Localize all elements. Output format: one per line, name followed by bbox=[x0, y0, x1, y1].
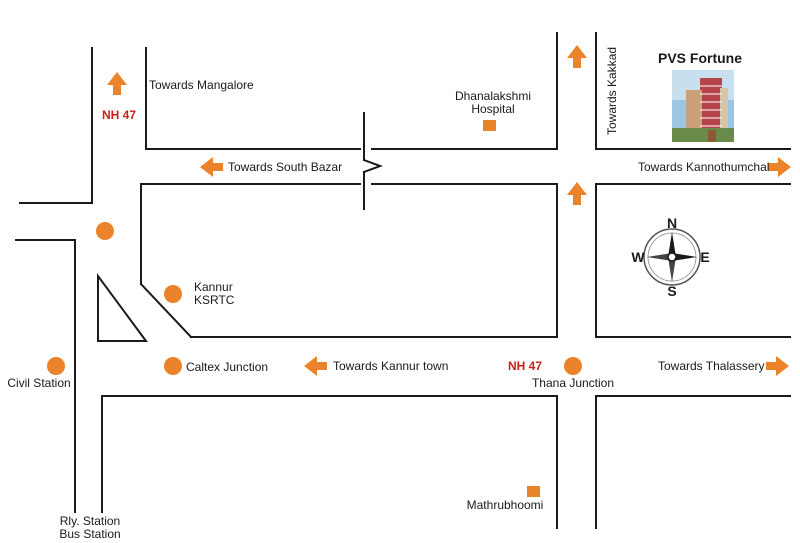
civil-station-label: Civil Station bbox=[7, 376, 70, 390]
direction-arrows bbox=[107, 45, 791, 376]
road-break bbox=[362, 158, 383, 174]
hospital-label: Hospital bbox=[471, 102, 514, 116]
dhanalakshmi-label: Dhanalakshmi bbox=[455, 89, 531, 103]
compass-w-label: W bbox=[631, 249, 645, 265]
highway-label-south: NH 47 bbox=[508, 359, 542, 373]
ksrtc-label: KSRTC bbox=[194, 293, 235, 307]
thana-junction-label: Thana Junction bbox=[532, 376, 614, 390]
mathrubhoomi-marker bbox=[527, 486, 540, 497]
rly-station-label: Rly. Station bbox=[60, 514, 120, 528]
landmark-markers bbox=[47, 120, 582, 497]
junction-marker bbox=[96, 222, 114, 240]
caltex-junction-marker bbox=[164, 357, 182, 375]
towards-kakkad-label: Towards Kakkad bbox=[605, 47, 619, 135]
towards-thalassery-label: Towards Thalassery bbox=[658, 359, 765, 373]
traffic-island bbox=[97, 272, 148, 342]
compass-icon bbox=[643, 228, 701, 286]
arrow-right-icon bbox=[768, 157, 791, 177]
compass-e-label: E bbox=[700, 249, 709, 265]
arrow-up-icon bbox=[567, 182, 587, 205]
arrow-up-icon bbox=[567, 45, 587, 68]
arrow-up-icon bbox=[107, 72, 127, 95]
road-network bbox=[15, 32, 791, 529]
road bbox=[139, 282, 193, 339]
towards-kannur-town-label: Towards Kannur town bbox=[333, 359, 448, 373]
kannur-label: Kannur bbox=[194, 280, 233, 294]
towards-kannothumchal-label: Towards Kannothumchal bbox=[638, 160, 769, 174]
compass-s-label: S bbox=[667, 283, 676, 299]
caltex-junction-label: Caltex Junction bbox=[186, 360, 268, 374]
towards-mangalore-label: Towards Mangalore bbox=[149, 78, 254, 92]
thana-junction-marker bbox=[564, 357, 582, 375]
arrow-left-icon bbox=[304, 356, 327, 376]
towards-south-bazar-label: Towards South Bazar bbox=[228, 160, 342, 174]
highway-label-north: NH 47 bbox=[102, 108, 136, 122]
ksrtc-marker bbox=[164, 285, 182, 303]
compass-n-label: N bbox=[667, 215, 677, 231]
hospital-marker bbox=[483, 120, 496, 131]
pvs-fortune-building-image bbox=[672, 70, 734, 142]
arrow-right-icon bbox=[766, 356, 789, 376]
bus-station-label: Bus Station bbox=[59, 527, 120, 541]
project-title: PVS Fortune bbox=[658, 50, 742, 66]
civil-station-marker bbox=[47, 357, 65, 375]
mathrubhoomi-label: Mathrubhoomi bbox=[467, 498, 544, 512]
arrow-left-icon bbox=[200, 157, 223, 177]
